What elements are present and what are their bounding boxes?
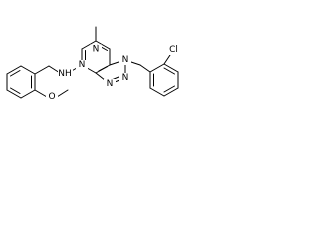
atom-n-pyrimidine-top: N [93, 45, 100, 55]
atom-n-triazole-upper: N [122, 55, 129, 65]
atom-o-methoxy: O [48, 92, 55, 102]
bond-lb-1 [34, 65, 50, 75]
bond-lb-3 [20, 89, 36, 99]
atom-labels: N N NH N N N Cl O [46, 44, 181, 102]
bond-rb-1 [149, 63, 165, 73]
atom-n-triazole-lower-right: N [122, 73, 129, 83]
bond-lb-7 [20, 65, 36, 75]
atom-nh-amine: NH [58, 69, 72, 79]
atom-n-pyrimidine-left: N [79, 60, 86, 70]
bond-lb-o [34, 89, 48, 98]
bond-c5-n4 [95, 40, 111, 50]
atom-n-triazole-lower-left: N [107, 79, 114, 89]
bond-rb-double-2 [163, 85, 175, 93]
bond-c7a-c3a-double [98, 66, 108, 72]
bond-lb-double-3 [10, 70, 21, 77]
bond-lb-6 [6, 65, 22, 75]
bond-o-methyl [56, 89, 69, 98]
bond-lb-4 [6, 89, 22, 99]
bond-rb-2 [163, 63, 179, 73]
bonds [6, 26, 179, 99]
atom-cl: Cl [169, 45, 178, 55]
bond-lb-double-2 [10, 87, 21, 94]
bond-rb-4 [163, 87, 179, 97]
bond-ch2-aryl [139, 64, 151, 73]
bond-rb-5 [149, 87, 165, 97]
chemical-structure-diagram: N N NH N N N Cl O [6, 26, 181, 102]
bond-n6-c5 [81, 40, 97, 50]
bond-rb-double-1 [163, 67, 175, 75]
